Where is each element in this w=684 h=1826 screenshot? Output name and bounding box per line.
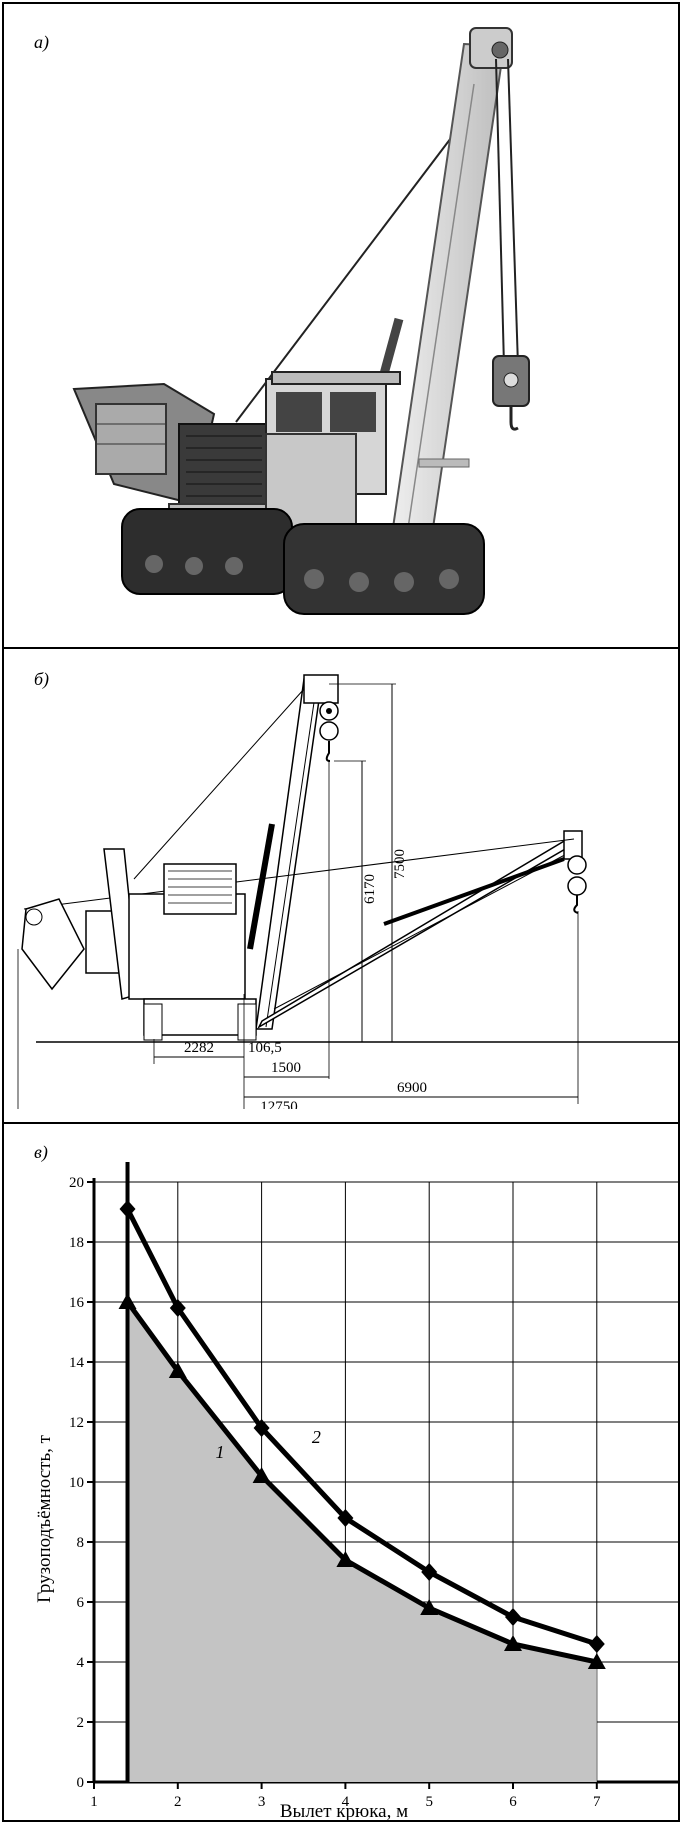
dim-2282: 2282 xyxy=(184,1040,214,1056)
series-1-label: 1 xyxy=(216,1442,225,1462)
dim-7500: 7500 xyxy=(392,849,408,879)
series-1-point xyxy=(168,1362,187,1378)
series-2-label: 2 xyxy=(312,1427,321,1447)
series-1-fill xyxy=(127,1302,597,1782)
series-2-point xyxy=(169,1299,186,1317)
series-1-point xyxy=(336,1551,355,1567)
series-2-point xyxy=(505,1608,521,1626)
x-tick-label: 5 xyxy=(425,1794,433,1810)
y-tick-label: 16 xyxy=(69,1295,85,1311)
x-tick-label: 2 xyxy=(174,1794,182,1810)
y-tick-label: 8 xyxy=(77,1535,85,1551)
series-1-point xyxy=(504,1635,522,1651)
pipelayer-drawing xyxy=(17,674,678,1109)
panel-b-label: б) xyxy=(34,669,50,689)
series-2-point xyxy=(253,1419,270,1437)
y-tick-label: 4 xyxy=(77,1655,85,1671)
x-tick-label: 1 xyxy=(90,1794,98,1810)
dim-12750: 12750 xyxy=(260,1099,298,1109)
chart-series: 12 xyxy=(118,1200,606,1669)
chart-area-fill xyxy=(125,1162,597,1782)
series-2-point xyxy=(588,1635,605,1653)
y-tick-label: 12 xyxy=(69,1415,84,1431)
y-axis-label: Грузоподъёмность, т xyxy=(34,1434,55,1603)
x-tick-label: 4 xyxy=(342,1794,350,1810)
dim-6170: 6170 xyxy=(362,874,378,904)
dim-1500: 1500 xyxy=(271,1060,301,1076)
series-2-point xyxy=(421,1563,438,1581)
dimension-labels: 7500 6170 2282 106,5 1500 6900 12750 xyxy=(184,849,427,1109)
divider-ab xyxy=(4,647,678,649)
pipelayer-photo xyxy=(72,27,530,615)
series-1-point xyxy=(420,1599,439,1615)
series-1-point xyxy=(118,1293,137,1309)
series-2-point xyxy=(337,1509,354,1527)
x-tick-label: 7 xyxy=(593,1794,601,1810)
dim-6900: 6900 xyxy=(397,1080,427,1096)
series-1-point xyxy=(252,1467,271,1483)
y-tick-label: 18 xyxy=(69,1235,84,1251)
divider-bc xyxy=(4,1122,678,1124)
y-tick-label: 6 xyxy=(77,1595,85,1611)
dim-106-5: 106,5 xyxy=(248,1040,282,1056)
y-tick-label: 0 xyxy=(77,1775,85,1791)
y-tick-label: 14 xyxy=(69,1355,85,1371)
panel-a-label: а) xyxy=(34,32,49,52)
x-axis-label: Вылет крюка, м xyxy=(280,1801,408,1822)
series-1-point xyxy=(587,1653,606,1669)
panel-c-label: в) xyxy=(34,1142,48,1162)
y-tick-label: 10 xyxy=(69,1475,84,1491)
series-2-point xyxy=(119,1200,136,1218)
x-tick-label: 3 xyxy=(258,1794,266,1810)
x-tick-label: 6 xyxy=(509,1794,517,1810)
y-tick-label: 2 xyxy=(77,1715,85,1731)
y-tick-label: 20 xyxy=(69,1175,84,1191)
